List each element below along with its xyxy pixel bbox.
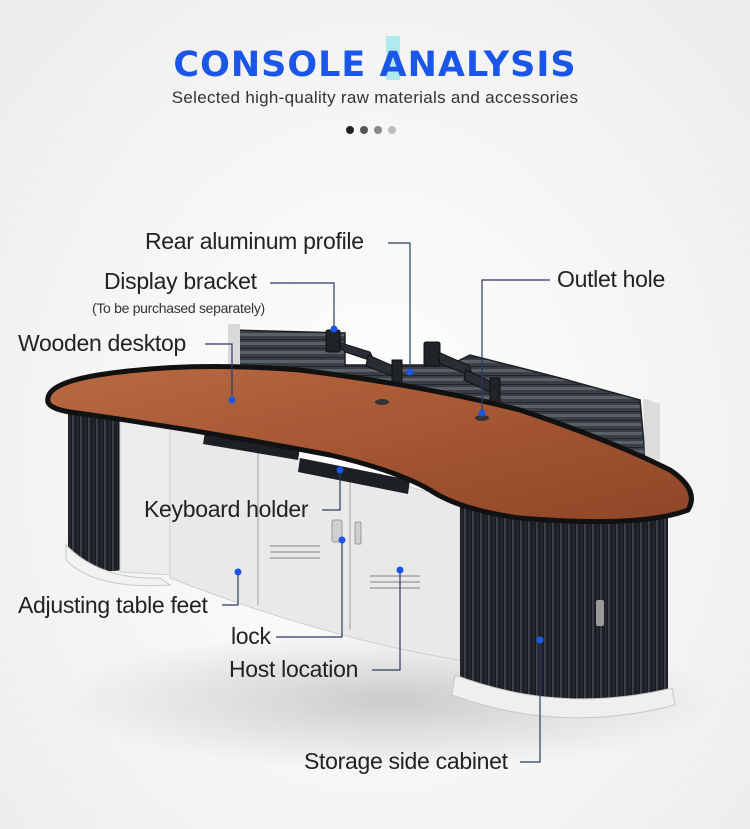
marker-display-bracket — [330, 325, 338, 333]
label-wooden-desktop: Wooden desktop — [18, 330, 186, 356]
left-cabinet — [65, 410, 173, 587]
label-host-location: Host location — [229, 656, 359, 682]
marker-wooden-desktop — [228, 396, 236, 404]
wooden-desktop — [45, 363, 694, 525]
marker-keyboard-holder — [336, 466, 344, 474]
label-lock: lock — [231, 623, 271, 649]
storage-side-cabinet — [451, 500, 676, 719]
label-rear-aluminum-profile: Rear aluminum profile — [145, 228, 364, 254]
label-adjusting-table-feet: Adjusting table feet — [18, 592, 208, 618]
markers — [228, 325, 544, 644]
marker-table-feet — [234, 568, 242, 576]
label-keyboard-holder: Keyboard holder — [144, 496, 309, 522]
page-subtitle: Selected high-quality raw materials and … — [171, 88, 579, 107]
marker-storage-cabinet — [536, 636, 544, 644]
marker-rear-profile — [406, 368, 414, 376]
label-display-bracket: Display bracket — [104, 268, 257, 294]
page-title: CONSOLE ANALYSIS — [173, 45, 577, 85]
marker-lock — [338, 536, 346, 544]
display-bracket — [325, 329, 501, 409]
carousel-dot[interactable] — [388, 126, 396, 134]
marker-outlet-hole — [478, 409, 486, 417]
label-display-bracket-note: (To be purchased separately) — [92, 300, 265, 316]
carousel-dot[interactable] — [346, 126, 354, 134]
marker-host-location — [396, 566, 404, 574]
leader-lines — [205, 242, 550, 763]
title-accent-bar — [386, 36, 400, 80]
label-storage-side-cabinet: Storage side cabinet — [304, 748, 508, 774]
keyboard-holder — [203, 432, 410, 494]
carousel-dots — [346, 126, 396, 134]
carousel-dot[interactable] — [360, 126, 368, 134]
carousel-dot[interactable] — [374, 126, 382, 134]
label-outlet-hole: Outlet hole — [557, 266, 665, 292]
